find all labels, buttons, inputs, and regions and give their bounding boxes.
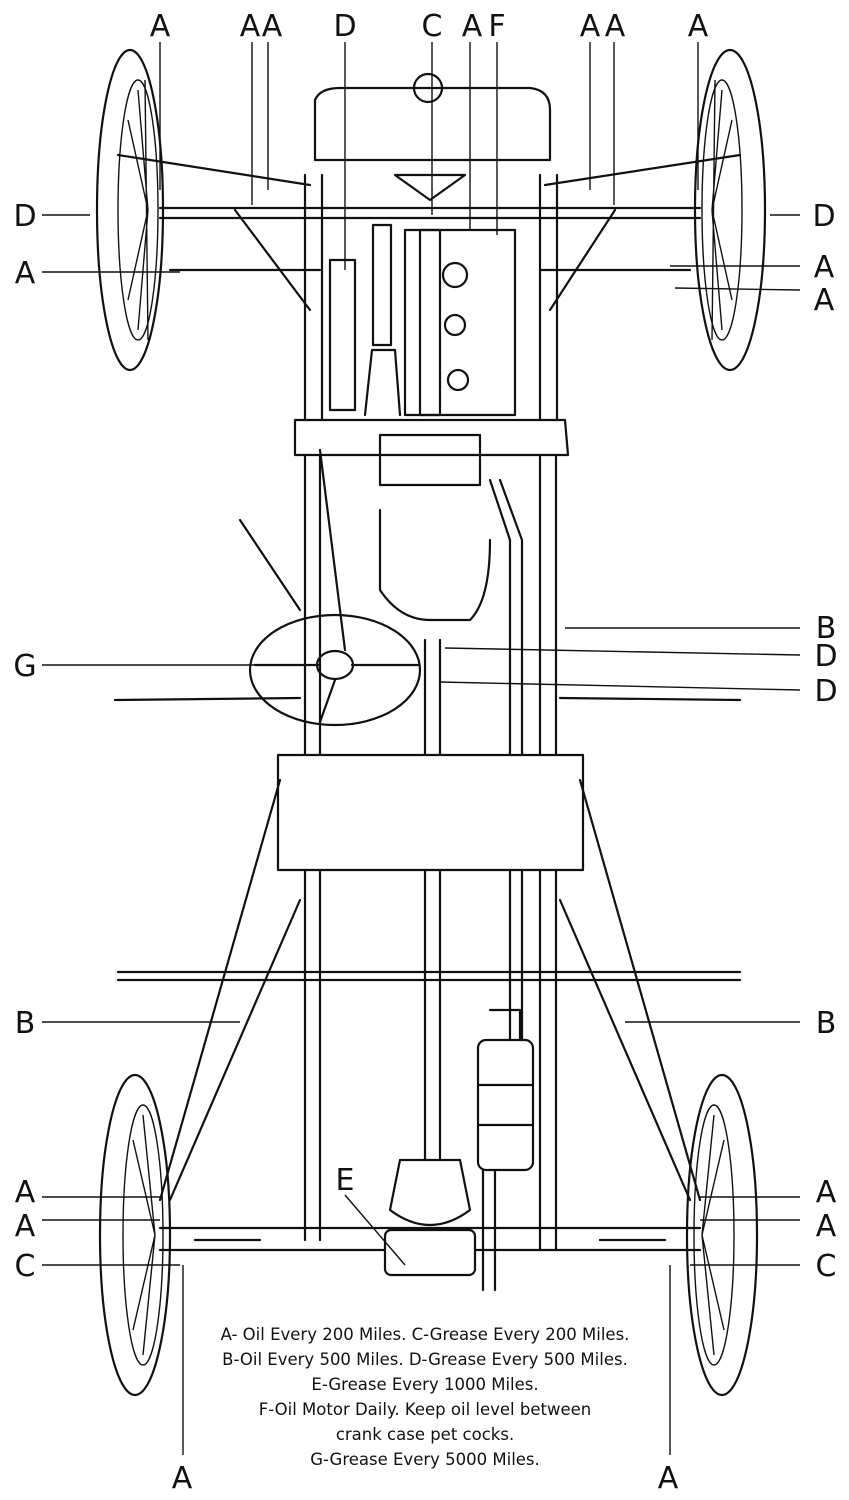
legend-line: crank case pet cocks. xyxy=(335,1425,515,1444)
differential xyxy=(383,1158,477,1277)
callout-label: A xyxy=(15,256,36,291)
legend-line: E-Grease Every 1000 Miles. xyxy=(311,1375,539,1394)
callout-label: A xyxy=(688,9,709,44)
callout-label: A xyxy=(15,1209,36,1244)
callout-label: A xyxy=(658,1461,679,1496)
callout-label: A xyxy=(262,9,283,44)
legend-line: F-Oil Motor Daily. Keep oil level betwee… xyxy=(258,1400,592,1419)
callout-label: D xyxy=(812,199,835,234)
callout-label: B xyxy=(15,1006,36,1041)
legend-line: B-Oil Every 500 Miles. D-Grease Every 50… xyxy=(222,1350,628,1369)
callout-label: C xyxy=(816,1249,837,1284)
callout-label: A xyxy=(816,1175,837,1210)
legend-line: G-Grease Every 5000 Miles. xyxy=(310,1450,540,1469)
callout-label: C xyxy=(15,1249,36,1284)
callout-label: A xyxy=(462,9,483,44)
callout-label: D xyxy=(814,639,837,674)
callout-label: A xyxy=(816,1209,837,1244)
callout-label: A xyxy=(240,9,261,44)
rear-right-wheel xyxy=(685,1073,759,1397)
callout-label: A xyxy=(580,9,601,44)
callout-label: D xyxy=(814,674,837,709)
callout-label: A xyxy=(814,250,835,285)
callout-label: A xyxy=(814,283,835,318)
callout-label: A xyxy=(172,1461,193,1496)
callout-label: E xyxy=(336,1163,355,1198)
rear-left-wheel xyxy=(98,1073,172,1397)
body-box xyxy=(276,753,585,872)
radiator xyxy=(313,72,552,202)
chassis-drawing xyxy=(95,48,767,1397)
front-left-wheel xyxy=(95,48,165,372)
callout-label: G xyxy=(13,649,36,684)
engine xyxy=(328,223,517,417)
callout-leaders xyxy=(42,42,801,1455)
callout-label: D xyxy=(13,199,36,234)
callout-label: A xyxy=(605,9,626,44)
callout-label: B xyxy=(816,611,837,646)
muffler xyxy=(476,1008,535,1292)
callout-label: A xyxy=(150,9,171,44)
lubrication-legend: A- Oil Every 200 Miles. C-Grease Every 2… xyxy=(190,1322,660,1472)
callout-label: F xyxy=(488,9,505,44)
callout-labels: A A A D C A F A A A D D A A A B G D D B … xyxy=(13,9,837,1496)
callout-label: C xyxy=(422,9,443,44)
steering-wheel xyxy=(238,448,422,727)
callout-label: D xyxy=(333,9,356,44)
callout-label: B xyxy=(816,1006,837,1041)
legend-line: A- Oil Every 200 Miles. C-Grease Every 2… xyxy=(220,1325,630,1344)
front-right-wheel xyxy=(693,48,767,372)
callout-label: A xyxy=(15,1175,36,1210)
